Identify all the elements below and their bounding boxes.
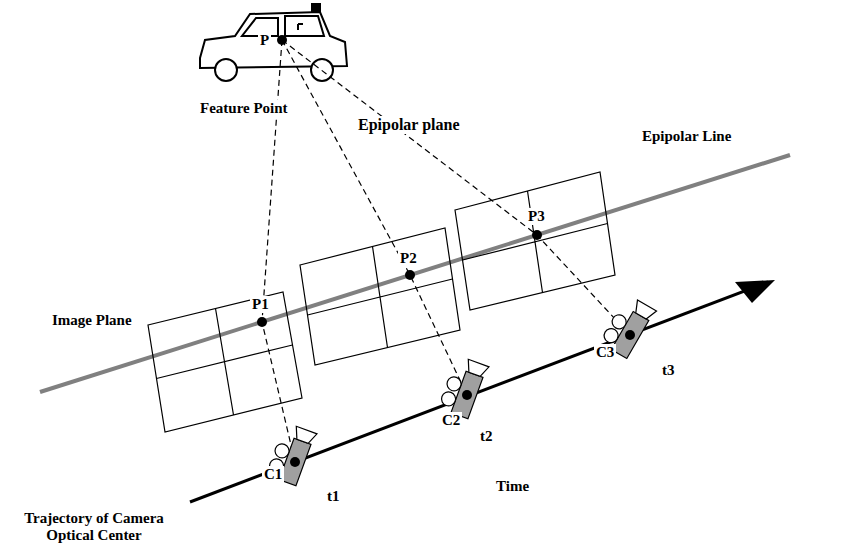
image-planes bbox=[148, 172, 615, 432]
plane-label: Epipolar plane bbox=[356, 116, 462, 134]
time-label: t3 bbox=[660, 362, 677, 379]
points bbox=[257, 35, 635, 467]
line-label: Epipolar Line bbox=[640, 128, 733, 145]
point-name: P bbox=[258, 32, 271, 49]
point-name: P2 bbox=[398, 250, 419, 267]
trajectory-arrowhead bbox=[735, 280, 775, 303]
projection-rays bbox=[262, 40, 630, 462]
camera-name: C1 bbox=[262, 466, 284, 483]
car-outline bbox=[200, 4, 347, 81]
point-name: P1 bbox=[250, 296, 271, 313]
time-label: t2 bbox=[478, 428, 495, 445]
point-name: P3 bbox=[526, 208, 547, 225]
trajectory-label: Trajectory of Camera Optical Center bbox=[4, 510, 184, 545]
axis-label: Time bbox=[494, 478, 531, 495]
feature-label: Feature Point bbox=[198, 100, 290, 117]
camera-name: C2 bbox=[440, 412, 462, 429]
plane-label: Image Plane bbox=[50, 312, 134, 329]
camera-trajectory bbox=[190, 282, 768, 502]
camera-name: C3 bbox=[594, 344, 616, 361]
cameras bbox=[266, 294, 657, 486]
time-label: t1 bbox=[325, 488, 342, 505]
